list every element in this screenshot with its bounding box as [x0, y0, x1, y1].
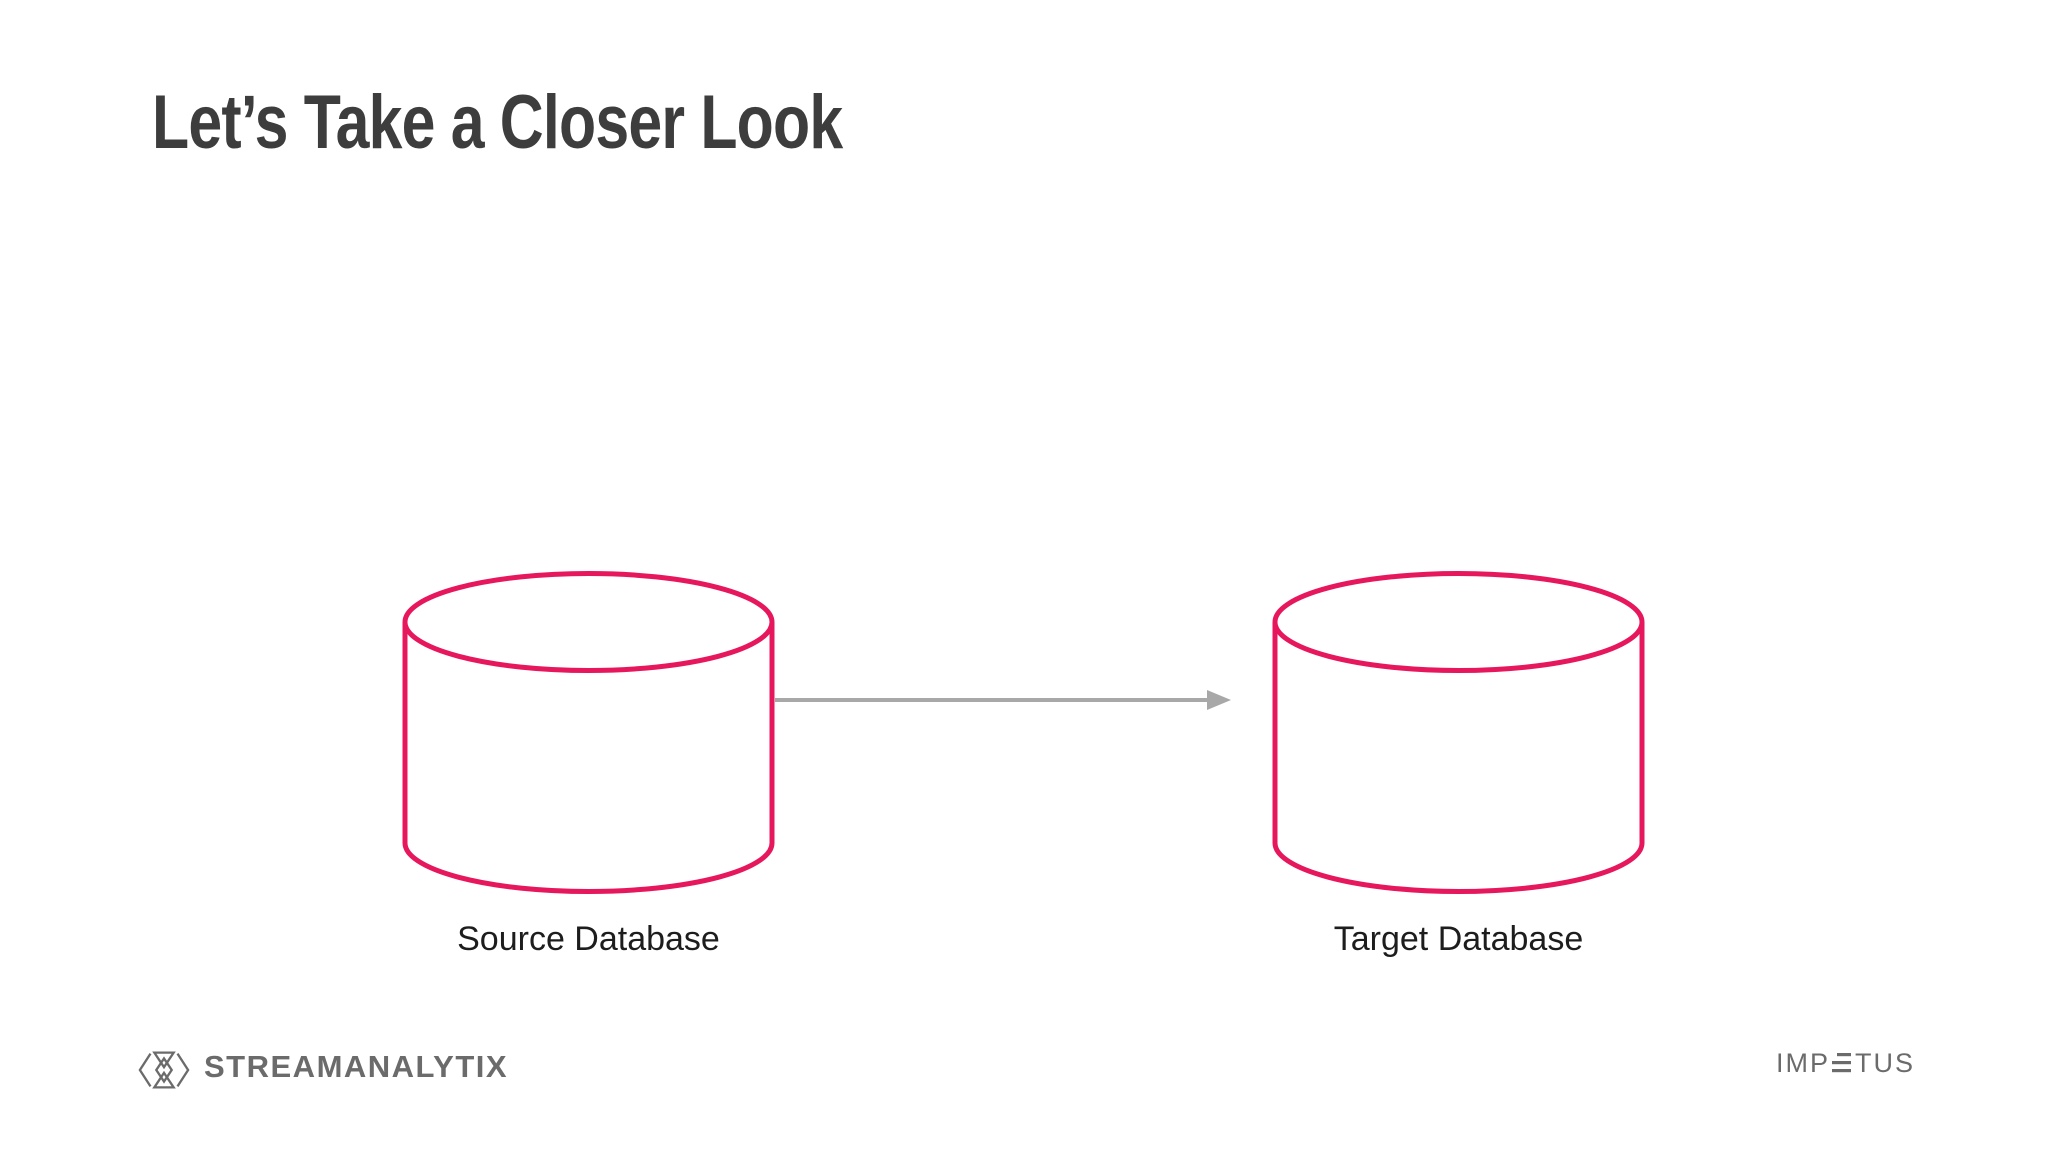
target-database-label: Target Database — [1333, 920, 1584, 958]
streamanalytix-logo: STREAMANALYTIX — [137, 1040, 508, 1094]
impetus-wordmark-pre: IMP — [1775, 1047, 1830, 1078]
impetus-wordmark-post: TUS — [1855, 1047, 1915, 1078]
streamanalytix-mark-icon — [138, 1051, 190, 1089]
source-to-target-arrow — [775, 690, 1231, 710]
impetus-stylized-e-icon — [1832, 1053, 1851, 1073]
target-database-node — [1272, 570, 1645, 897]
slide-title: Let’s Take a Closer Look — [152, 80, 843, 165]
source-database-label: Source Database — [457, 920, 720, 958]
streamanalytix-wordmark: STREAMANALYTIX — [204, 1049, 509, 1084]
database-cylinder-icon — [402, 571, 775, 894]
database-cylinder-icon — [1272, 571, 1645, 894]
source-database-node — [402, 570, 775, 897]
impetus-logo: IMP TUS — [1776, 1046, 1915, 1080]
